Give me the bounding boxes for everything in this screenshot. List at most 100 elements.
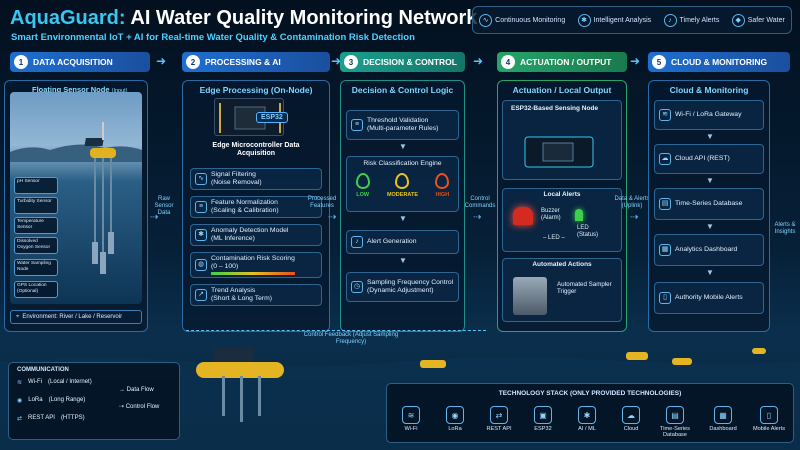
tech-label: REST API xyxy=(486,426,512,432)
database-icon: ▤ xyxy=(659,198,671,210)
badge-label: Timely Alerts xyxy=(679,16,720,24)
step-text: Trend Analysis(Short & Long Term) xyxy=(211,287,272,303)
tech-label: AI / ML xyxy=(578,426,596,432)
droplet-icon xyxy=(355,173,370,189)
risk-level-label: MODERATE xyxy=(386,192,419,198)
brain-icon: ✱ xyxy=(195,229,207,241)
step-text: Contamination Risk Scoring(0 – 100) xyxy=(211,255,295,276)
buzzer-label: Buzzer(Alarm) xyxy=(541,208,561,222)
wifi-icon: ≋ xyxy=(17,380,23,386)
tech-wifi: ≋Wi-Fi xyxy=(391,406,431,432)
api-icon: ⇄ xyxy=(490,406,508,424)
solid-arrow-icon: → xyxy=(119,387,127,393)
buoy-small xyxy=(672,358,692,365)
esp32-chip-label: ESP32 xyxy=(256,112,288,123)
arrow-right-icon: ➜ xyxy=(630,54,641,68)
arrow-right-icon: ⇢ xyxy=(473,212,482,223)
sensor-label: GPS Location (Optional) xyxy=(17,283,47,294)
legend-row-wifi: ≋Wi-Fi(Local / Internet) xyxy=(17,379,92,386)
step-sub: (Scaling & Calibration) xyxy=(211,207,279,214)
risk-level-label: LOW xyxy=(356,192,370,198)
sensor-label: Temperature Sensor xyxy=(17,219,44,230)
cloud-icon: ☁ xyxy=(622,406,640,424)
sampling-frequency-control: ◷Sampling Frequency Control(Dynamic Adju… xyxy=(346,272,459,302)
arrow-down-icon: ▼ xyxy=(399,214,407,223)
sensing-node-label: ESP32-Based Sensing Node xyxy=(511,105,599,112)
step-name: Threshold Validation xyxy=(367,116,429,124)
cloud-item-label: Time-Series Database xyxy=(675,199,743,207)
risk-moderate: MODERATE xyxy=(387,173,418,198)
badge-intelligent: ✱Intelligent Analysis xyxy=(577,13,652,27)
local-alerts-card: Local Alerts Buzzer(Alarm) LED(Status) –… xyxy=(502,188,622,252)
badge-label: Intelligent Analysis xyxy=(593,16,652,24)
badge-label: Safer Water xyxy=(747,16,785,24)
step-sub: (0 – 100) xyxy=(211,263,239,270)
stage-number: 5 xyxy=(652,55,666,69)
sensor-label: Turbidity Sensor xyxy=(17,199,52,204)
panel-title: Cloud & Monitoring xyxy=(669,85,749,95)
page-title: AquaGuard: AI Water Quality Monitoring N… xyxy=(10,7,477,30)
tech-rest-api: ⇄ REST API xyxy=(479,406,519,432)
tech-title: TECHNOLOGY STACK (ONLY PROVIDED TECHNOLO… xyxy=(498,390,682,397)
step-sub: (Noise Removal) xyxy=(211,179,262,186)
mcu-label: Edge Microcontroller Data Acquisition xyxy=(212,142,300,158)
step-name: Signal Filtering xyxy=(211,170,256,178)
tech-ai-ml: ✱AI / ML xyxy=(567,406,607,432)
cloud-item-label: Authority Mobile Alerts xyxy=(675,293,743,301)
arrow-down-icon: ▼ xyxy=(399,256,407,265)
tech-dashboard: ▦Dashboard xyxy=(703,406,743,432)
step-sub: (Dynamic Adjustment) xyxy=(367,287,434,294)
cloud-item-label: Wi-Fi / LoRa Gateway xyxy=(675,110,742,118)
legend-name: LoRa xyxy=(28,397,43,403)
step-text: Signal Filtering(Noise Removal) xyxy=(211,171,262,187)
bell-icon: ♪ xyxy=(351,236,363,248)
droplet-icon xyxy=(395,173,410,189)
stage-number: 2 xyxy=(186,55,200,69)
step-name: Anomaly Detection Model xyxy=(211,226,289,234)
feature-badges: ∿Continuous Monitoring ✱Intelligent Anal… xyxy=(472,6,792,34)
arrow-right-icon: ⇢ xyxy=(150,212,159,223)
legend-data-flow: → Data Flow xyxy=(119,387,154,393)
engine-title: Risk Classification Engine xyxy=(363,160,442,167)
trend-chart-icon: ↗ xyxy=(195,289,207,301)
dashboard-icon: ▦ xyxy=(659,244,671,256)
alert-generation: ♪Alert Generation xyxy=(346,230,459,254)
droplet-icon xyxy=(435,173,450,189)
sensor-label: Water Sampling Node xyxy=(17,261,51,272)
database-icon: ▤ xyxy=(666,406,684,424)
tech-esp32: ▣ESP32 xyxy=(523,406,563,432)
arrow-down-icon: ▼ xyxy=(706,132,714,141)
title-text: AI Water Quality Monitoring Network xyxy=(125,7,478,29)
buoy-illustration xyxy=(10,122,142,274)
tech-label: Cloud xyxy=(623,426,639,432)
led-label: LED(Status) xyxy=(577,225,598,239)
environment-label: ⌖Environment: River / Lake / Reservoir xyxy=(10,310,142,324)
sliders-icon: ≡ xyxy=(195,201,207,213)
threshold-validation: ≡Threshold Validation(Multi-parameter Ru… xyxy=(346,110,459,140)
sensing-node-card: ESP32-Based Sensing Node xyxy=(502,100,622,180)
bell-icon: ♪ xyxy=(663,13,677,27)
stage-number: 1 xyxy=(14,55,28,69)
tech-label: Time-Series Database xyxy=(660,426,690,438)
badge-label: Continuous Monitoring xyxy=(495,16,566,24)
router-icon: ≋ xyxy=(659,109,671,121)
step-signal-filtering: ∿Signal Filtering(Noise Removal) xyxy=(190,168,322,190)
cloud-mobile-alerts: ▯Authority Mobile Alerts xyxy=(654,282,764,314)
legend-desc: (Local / Internet) xyxy=(48,379,92,385)
arrow-down-icon: ▼ xyxy=(399,142,407,151)
step-sub: (Short & Long Term) xyxy=(211,295,273,302)
badge-alerts: ♪Timely Alerts xyxy=(663,13,720,27)
step-name: Trend Analysis xyxy=(211,286,256,294)
led-name: LED xyxy=(577,225,589,231)
buzzer-sub: (Alarm) xyxy=(541,215,561,222)
tech-timeseries-db: ▤ Time-Series Database xyxy=(655,406,695,438)
sensor-label: pH Sensor xyxy=(17,179,40,184)
buoy-small xyxy=(626,352,648,360)
sampler-label: Automated Sampler Trigger xyxy=(557,281,612,296)
environment-text: Environment: River / Lake / Reservoir xyxy=(22,314,123,320)
sensor-gps: GPS Location (Optional) xyxy=(14,281,58,298)
step-text: Threshold Validation(Multi-parameter Rul… xyxy=(367,117,438,133)
legend-title: COMMUNICATION xyxy=(17,367,69,373)
